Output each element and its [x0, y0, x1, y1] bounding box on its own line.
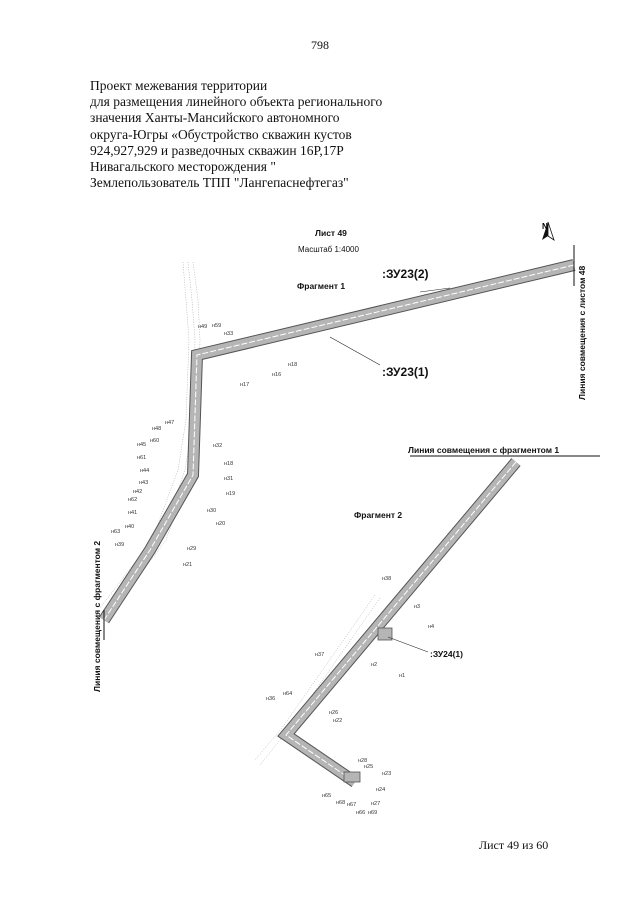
fragment-1-corridor — [98, 259, 576, 624]
join-lines — [103, 245, 600, 640]
header-line: значения Ханты-Мансийского автономного — [90, 110, 340, 126]
point-label: н18 — [288, 362, 297, 368]
header-line: Нивагальского месторождения " — [90, 159, 276, 175]
point-label: н24 — [376, 787, 385, 793]
sheet-scale: Масштаб 1:4000 — [298, 245, 359, 254]
point-label: н17 — [240, 382, 249, 388]
join-sheet48-label: Линия совмещения с листом 48 — [577, 266, 587, 400]
header-line: 924,927,929 и разведочных скважин 16Р,17… — [90, 142, 344, 158]
point-label: н33 — [224, 331, 233, 337]
point-label: н32 — [213, 443, 222, 449]
point-label: н28 — [358, 758, 367, 764]
north-arrow-icon: N — [542, 221, 555, 241]
point-label: н37 — [315, 652, 324, 658]
point-label: н25 — [364, 764, 373, 770]
point-label: н59 — [212, 323, 221, 329]
point-label: н22 — [333, 718, 342, 724]
point-label: н62 — [128, 497, 137, 503]
point-label: н45 — [137, 442, 146, 448]
join-frag2-label: Линия совмещения с фрагментом 2 — [92, 541, 102, 692]
page-number: 798 — [311, 38, 329, 52]
header-line: округа-Югры «Обустройство скважин кустов — [90, 126, 352, 142]
point-label: н44 — [140, 468, 149, 474]
point-label: н23 — [382, 771, 391, 777]
point-label: н19 — [226, 491, 235, 497]
point-label: н31 — [224, 476, 233, 482]
point-label: н40 — [125, 524, 134, 530]
header-line: Проект межевания территории — [90, 78, 268, 93]
point-label: н1 — [399, 673, 405, 679]
point-label: н18 — [224, 461, 233, 467]
point-label: н26 — [329, 710, 338, 716]
point-label: н36 — [266, 696, 275, 702]
point-label: н65 — [322, 793, 331, 799]
point-label: н49 — [198, 324, 207, 330]
point-label: н16 — [272, 372, 281, 378]
point-label: н30 — [207, 508, 216, 514]
header-line: Землепользователь ТПП "Лангепаснефтегаз" — [90, 175, 349, 191]
point-label: н61 — [137, 455, 146, 461]
header-line: для размещения линейного объекта региона… — [90, 94, 383, 110]
point-label: н41 — [128, 510, 137, 516]
fragment-2-context-lines — [254, 594, 381, 766]
point-label: н68 — [336, 800, 345, 806]
document-header: Проект межевания территории для размещен… — [90, 78, 530, 191]
point-label: н39 — [115, 542, 124, 548]
point-label: н27 — [371, 801, 380, 807]
point-label: н38 — [382, 576, 391, 582]
point-label: н20 — [216, 521, 225, 527]
point-label: н2 — [371, 662, 377, 668]
point-label: н69 — [368, 810, 377, 816]
leader-lines — [329, 287, 451, 653]
fragment-1-label: Фрагмент 1 — [297, 281, 345, 291]
point-label: н21 — [183, 562, 192, 568]
sheet-title: Лист 49 — [315, 228, 347, 238]
point-label: н67 — [347, 802, 356, 808]
parcel-zu23-2: :ЗУ23(2) — [382, 267, 429, 281]
point-label: н66 — [356, 810, 365, 816]
point-label: н63 — [111, 529, 120, 535]
join-frag1-label: Линия совмещения с фрагментом 1 — [408, 445, 559, 455]
north-label: N — [542, 222, 548, 231]
point-label: н4 — [428, 624, 434, 630]
parcel-zu24-1: :ЗУ24(1) — [430, 649, 463, 659]
point-label: н48 — [152, 426, 161, 432]
parcel-zu23-1: :ЗУ23(1) — [382, 365, 429, 379]
fragment-2-label: Фрагмент 2 — [354, 510, 402, 520]
fragment-2-corridor — [277, 458, 521, 787]
point-label: н64 — [283, 691, 292, 697]
point-label: н3 — [414, 604, 420, 610]
point-label: н29 — [187, 546, 196, 552]
point-label: н60 — [150, 438, 159, 444]
page-footer: Лист 49 из 60 — [479, 838, 549, 852]
point-label: н42 — [133, 489, 142, 495]
point-label: н47 — [165, 420, 174, 426]
point-label: н43 — [139, 480, 148, 486]
